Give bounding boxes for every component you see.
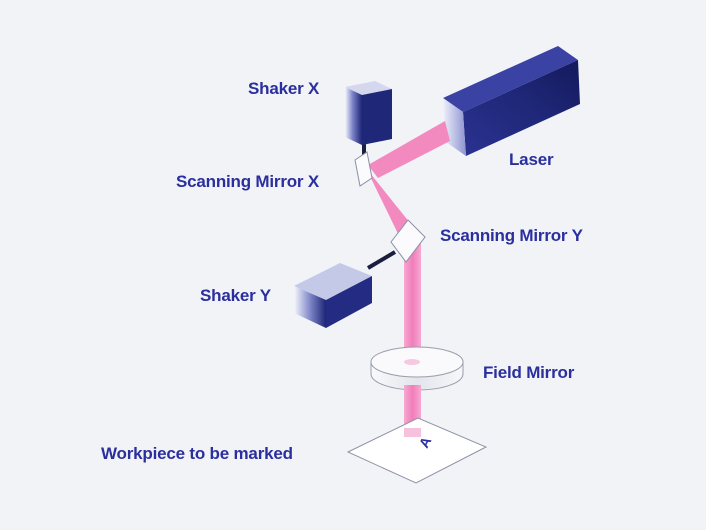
shaker-y-device xyxy=(294,250,397,328)
label-laser: Laser xyxy=(509,150,554,169)
lens-beam-spot xyxy=(404,359,420,365)
label-shaker-y: Shaker Y xyxy=(200,286,271,305)
mirror-x-face xyxy=(354,151,373,187)
mirror-y-face xyxy=(390,219,426,263)
label-workpiece: Workpiece to be marked xyxy=(101,444,293,463)
label-scanning-mirror-x: Scanning Mirror X xyxy=(176,172,320,191)
shaker-y-top-face xyxy=(294,263,372,300)
shaker-x-side-face xyxy=(362,89,392,145)
shaker-y-side-face xyxy=(326,276,372,328)
beam-spot-on-workpiece xyxy=(404,428,421,437)
workpiece-sheet: A xyxy=(346,417,488,484)
laser-device xyxy=(443,46,580,156)
shaker-x-top-face xyxy=(345,81,392,95)
scanning-mirror-y xyxy=(390,219,426,263)
shaker-y-shaft xyxy=(366,250,397,270)
label-shaker-x: Shaker X xyxy=(248,79,320,98)
laser-top-face xyxy=(443,46,578,112)
shaker-x-front-face xyxy=(345,87,362,145)
label-scanning-mirror-y: Scanning Mirror Y xyxy=(440,226,583,245)
field-mirror-lens xyxy=(370,346,464,391)
beam-horizontal-segment xyxy=(368,121,450,178)
shaker-x-device xyxy=(345,81,392,167)
shaker-y-front-face xyxy=(294,286,326,328)
laser-side-face xyxy=(463,60,580,156)
workpiece-surface xyxy=(346,417,488,484)
label-field-mirror: Field Mirror xyxy=(483,363,575,382)
scanning-mirror-x xyxy=(354,151,373,187)
